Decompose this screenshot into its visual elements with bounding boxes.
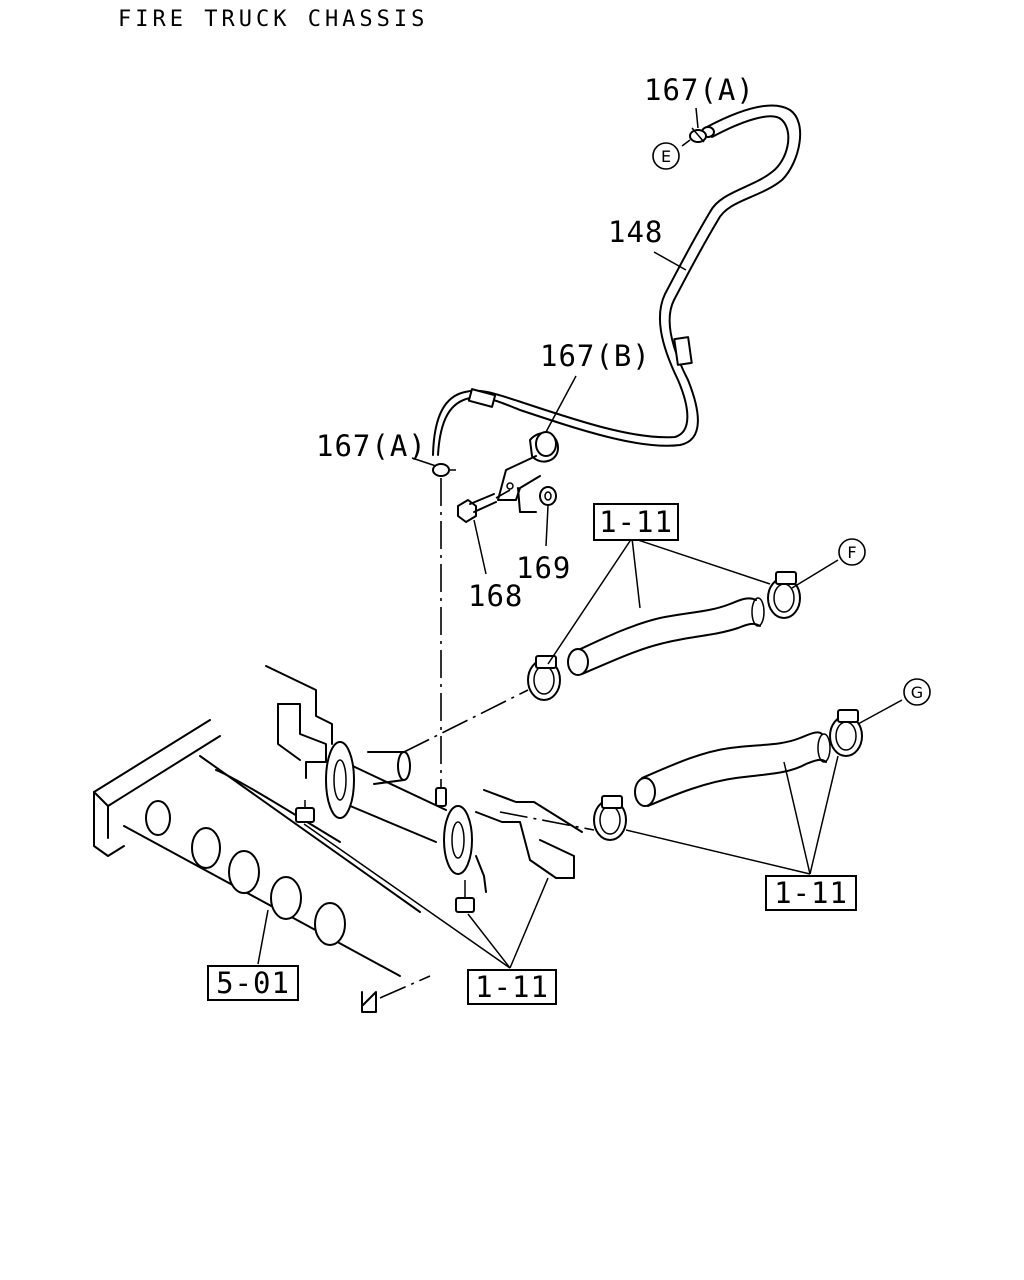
- connector-e-label: E: [661, 147, 671, 166]
- bolt-lower-center: [455, 880, 475, 913]
- ref-box-frame[interactable]: 5-01: [207, 965, 299, 1001]
- nut-169: [539, 486, 557, 506]
- ref-box-right-label: 1-11: [774, 876, 848, 910]
- ref-box-frame-label: 5-01: [216, 966, 290, 1000]
- ref-box-right[interactable]: 1-11: [765, 875, 857, 911]
- callout-167a-left: 167(A): [316, 429, 427, 463]
- bolt-168: [457, 489, 511, 523]
- diagram-title: FIRE TRUCK CHASSIS: [118, 7, 428, 32]
- ref-box-top[interactable]: 1-11: [593, 503, 679, 541]
- hose-clamp-lower-right: [829, 709, 863, 757]
- bolt-lower-left: [295, 800, 315, 823]
- ref-box-top-label: 1-11: [599, 505, 673, 539]
- connector-e: E: [652, 142, 680, 170]
- hose-clamp-lower-left: [593, 795, 627, 841]
- ref-box-bottom-label: 1-11: [475, 970, 549, 1004]
- connector-g: G: [903, 678, 931, 706]
- lower-hose: [593, 709, 863, 841]
- ref-box-bottom[interactable]: 1-11: [467, 969, 557, 1005]
- hose-clamp-upper-right: [767, 571, 801, 619]
- leader-lines: [257, 107, 903, 969]
- callout-167b: 167(B): [540, 339, 651, 373]
- hose-clamp-upper-left: [527, 655, 561, 701]
- assembly-line-lower-hose: [499, 811, 595, 831]
- upper-hose: [527, 571, 801, 701]
- assembly-line-upper-hose: [403, 689, 529, 753]
- pipe-148: [432, 104, 802, 456]
- water-pipe-assembly: [265, 665, 583, 913]
- callout-148: 148: [608, 215, 663, 249]
- connector-f: F: [838, 538, 866, 566]
- chassis-frame: [93, 719, 431, 1013]
- callout-168: 168: [468, 579, 523, 613]
- connector-f-label: F: [847, 543, 856, 562]
- clip-167a-left: [432, 463, 456, 477]
- callout-169: 169: [516, 551, 571, 585]
- clip-167a-top: [689, 127, 707, 143]
- clamp-167b: [497, 431, 559, 513]
- connector-g-label: G: [911, 683, 923, 702]
- callout-167a-top: 167(A): [644, 73, 755, 107]
